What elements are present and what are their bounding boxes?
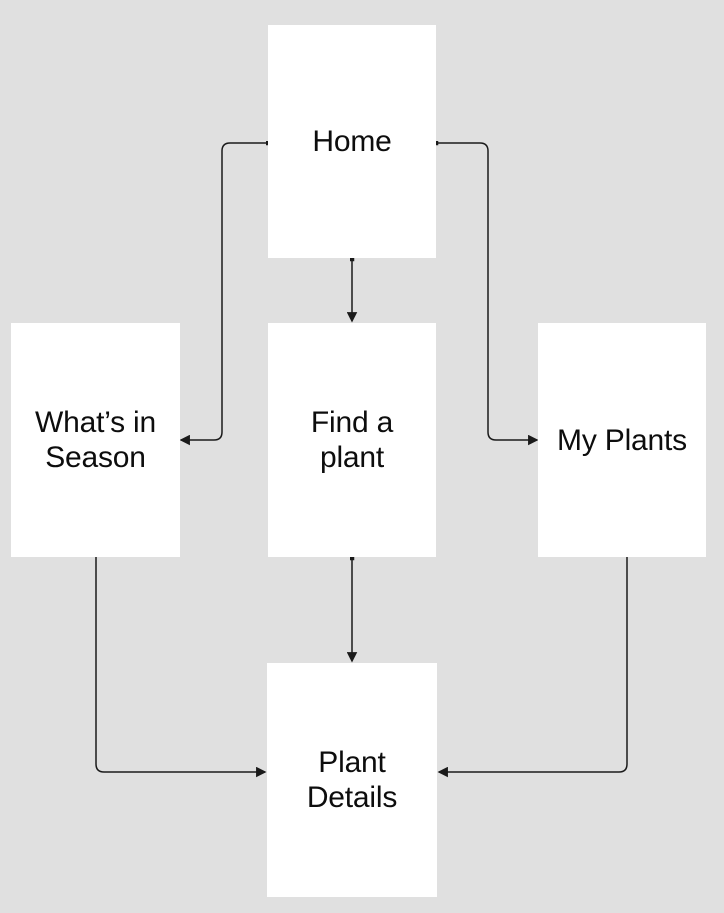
edge-home-to-my-plants bbox=[433, 140, 539, 446]
node-whats-in-season-label: What’s in Season bbox=[34, 406, 157, 474]
node-plant-details-label: Plant Details bbox=[306, 746, 398, 814]
node-my-plants[interactable]: My Plants bbox=[538, 323, 706, 557]
node-home[interactable]: Home bbox=[268, 25, 436, 258]
node-home-label: Home bbox=[312, 125, 392, 158]
node-plant-details[interactable]: Plant Details bbox=[267, 663, 437, 897]
node-find-a-plant-label: Find a plant bbox=[310, 406, 394, 474]
node-find-a-plant[interactable]: Find a plant bbox=[268, 323, 436, 557]
node-whats-in-season[interactable]: What’s in Season bbox=[11, 323, 180, 557]
edge-my-plants-to-plant-details bbox=[437, 557, 628, 778]
edge-whats-in-season-to-plant-details bbox=[95, 557, 267, 778]
edge-home-to-whats-in-season bbox=[179, 140, 271, 446]
node-my-plants-label: My Plants bbox=[557, 423, 687, 457]
